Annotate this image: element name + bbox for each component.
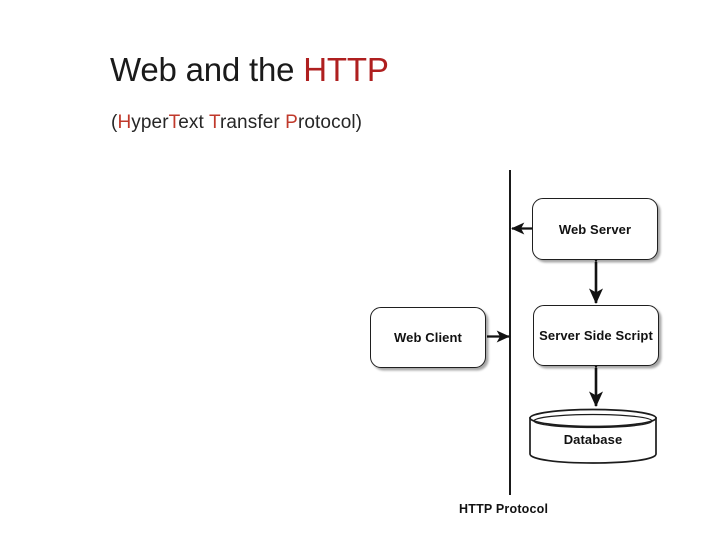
page-title: Web and the HTTP <box>110 50 389 90</box>
subtitle-seg-2: yper <box>131 112 169 133</box>
page-title-accent: HTTP <box>303 51 389 88</box>
node-web-client-label: Web Client <box>394 330 462 345</box>
page-title-plain: Web and the <box>110 51 304 88</box>
subtitle-seg-7: P <box>285 112 298 133</box>
node-server-side-script-label: Server Side Script <box>539 328 653 343</box>
http-protocol-label: HTTP Protocol <box>459 502 549 516</box>
node-web-server-label: Web Server <box>558 221 632 237</box>
node-database-label: Database <box>563 432 623 447</box>
subtitle-seg-4: ext <box>178 112 209 133</box>
subtitle-seg-5: T <box>208 112 220 133</box>
node-database[interactable]: Database <box>528 408 658 464</box>
subtitle-seg-6: ransfer <box>219 112 286 133</box>
subtitle-seg-3: T <box>168 112 179 133</box>
subtitle-seg-8: rotocol) <box>297 112 363 133</box>
page-subtitle: (HyperText Transfer Protocol) <box>111 110 362 136</box>
subtitle-seg-1: H <box>117 112 132 133</box>
subtitle-seg-0: ( <box>111 112 118 133</box>
http-protocol-boundary-line <box>509 170 511 495</box>
node-web-client[interactable]: Web Client <box>370 307 486 368</box>
database-cylinder-icon <box>529 408 657 464</box>
node-web-server[interactable]: Web Server <box>532 198 658 260</box>
node-server-side-script[interactable]: Server Side Script <box>533 305 659 366</box>
